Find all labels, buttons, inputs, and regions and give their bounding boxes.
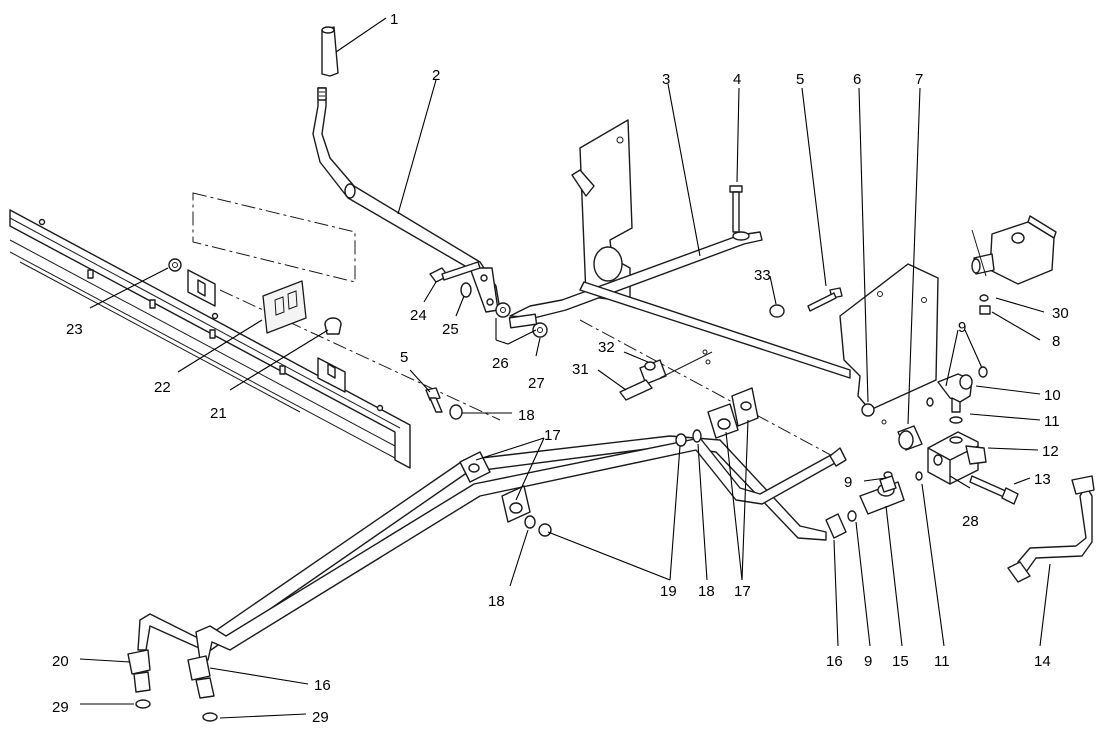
- nut: [675, 433, 687, 447]
- callout-labels: 1 2 3 4 5 6 7 9 30 8 10 11 12 13 28 9 33…: [52, 11, 1069, 726]
- rod-lower: [579, 281, 851, 379]
- o-ring: [949, 416, 963, 424]
- elbow-fitting: [937, 373, 973, 413]
- leader-lines: [79, 17, 1051, 719]
- callout-21: 21: [210, 405, 227, 422]
- o-ring: [926, 397, 934, 407]
- callout-16: 16: [314, 677, 331, 694]
- tube-clamp: [731, 387, 759, 427]
- tube-nut: [127, 649, 151, 693]
- frame-rail: [9, 209, 411, 469]
- hex-bolt: [429, 261, 481, 283]
- bolt: [807, 287, 843, 312]
- callout-28: 28: [962, 513, 979, 530]
- long-bolt: [969, 475, 1019, 505]
- washer: [692, 429, 702, 443]
- hydraulic-tube: [1007, 475, 1095, 583]
- callout-8: 8: [1052, 333, 1060, 350]
- tube-nut: [825, 513, 847, 539]
- callout-7: 7: [915, 71, 923, 88]
- callout-6: 6: [853, 71, 861, 88]
- callout-27: 27: [528, 375, 545, 392]
- hydraulic-lines: [137, 435, 847, 661]
- callout-11: 11: [934, 653, 950, 670]
- spacer-sleeve: [897, 425, 923, 451]
- callout-23: 23: [66, 321, 83, 338]
- washer: [449, 404, 463, 420]
- callout-4: 4: [733, 71, 741, 88]
- callout-5: 5: [400, 349, 408, 366]
- callout-16: 16: [826, 653, 843, 670]
- o-ring: [978, 366, 988, 378]
- o-ring: [979, 294, 989, 302]
- callout-5: 5: [796, 71, 804, 88]
- callout-29: 29: [52, 699, 69, 716]
- center-bracket: [571, 119, 633, 303]
- callout-31: 31: [572, 361, 589, 378]
- callout-22: 22: [154, 379, 171, 396]
- callout-30: 30: [1052, 305, 1069, 322]
- callout-10: 10: [1044, 387, 1061, 404]
- washer: [524, 515, 536, 529]
- callout-19: 19: [660, 583, 677, 600]
- callout-17: 17: [734, 583, 751, 600]
- callout-18: 18: [698, 583, 715, 600]
- lock-nut: [532, 322, 548, 338]
- lock-nut: [538, 523, 552, 537]
- callout-2: 2: [432, 67, 440, 84]
- tube-clamp: [459, 451, 491, 483]
- valve-block: [927, 431, 987, 485]
- shift-knob: [321, 26, 339, 77]
- side-bracket: [839, 263, 939, 425]
- tee-fitting: [859, 475, 905, 515]
- phantom-plane: [192, 192, 356, 283]
- tube-clamp: [501, 485, 531, 523]
- callout-32: 32: [598, 339, 615, 356]
- nut: [769, 304, 785, 318]
- carriage-bolt: [324, 317, 342, 335]
- callout-1: 1: [390, 11, 398, 28]
- callout-13: 13: [1034, 471, 1051, 488]
- o-ring: [202, 712, 218, 722]
- spacer: [460, 282, 472, 298]
- callout-33: 33: [754, 267, 771, 284]
- callout-18: 18: [488, 593, 505, 610]
- tube-nut: [187, 655, 215, 699]
- callout-9: 9: [864, 653, 872, 670]
- bolt: [729, 185, 743, 233]
- callout-29: 29: [312, 709, 329, 726]
- tee-fitting-small: [619, 349, 713, 401]
- mount-plate: [262, 280, 307, 334]
- callout-26: 26: [492, 355, 509, 372]
- control-rod: [508, 231, 763, 329]
- callout-17: 17: [544, 427, 561, 444]
- control-valve: [971, 215, 1057, 285]
- o-ring: [847, 510, 857, 522]
- callout-18: 18: [518, 407, 535, 424]
- callout-24: 24: [410, 307, 427, 324]
- callout-20: 20: [52, 653, 69, 670]
- flange-nut: [168, 258, 182, 272]
- callout-12: 12: [1042, 443, 1059, 460]
- nut: [979, 305, 991, 315]
- callout-14: 14: [1034, 653, 1051, 670]
- callout-11: 11: [1044, 413, 1060, 430]
- o-ring: [915, 471, 923, 481]
- o-ring: [135, 699, 151, 709]
- callout-3: 3: [662, 71, 670, 88]
- washer: [495, 302, 511, 318]
- callout-25: 25: [442, 321, 459, 338]
- callout-9: 9: [844, 474, 852, 491]
- bolt: [425, 387, 443, 413]
- tube-clamp: [707, 403, 739, 439]
- callout-9: 9: [958, 319, 966, 336]
- callout-15: 15: [892, 653, 909, 670]
